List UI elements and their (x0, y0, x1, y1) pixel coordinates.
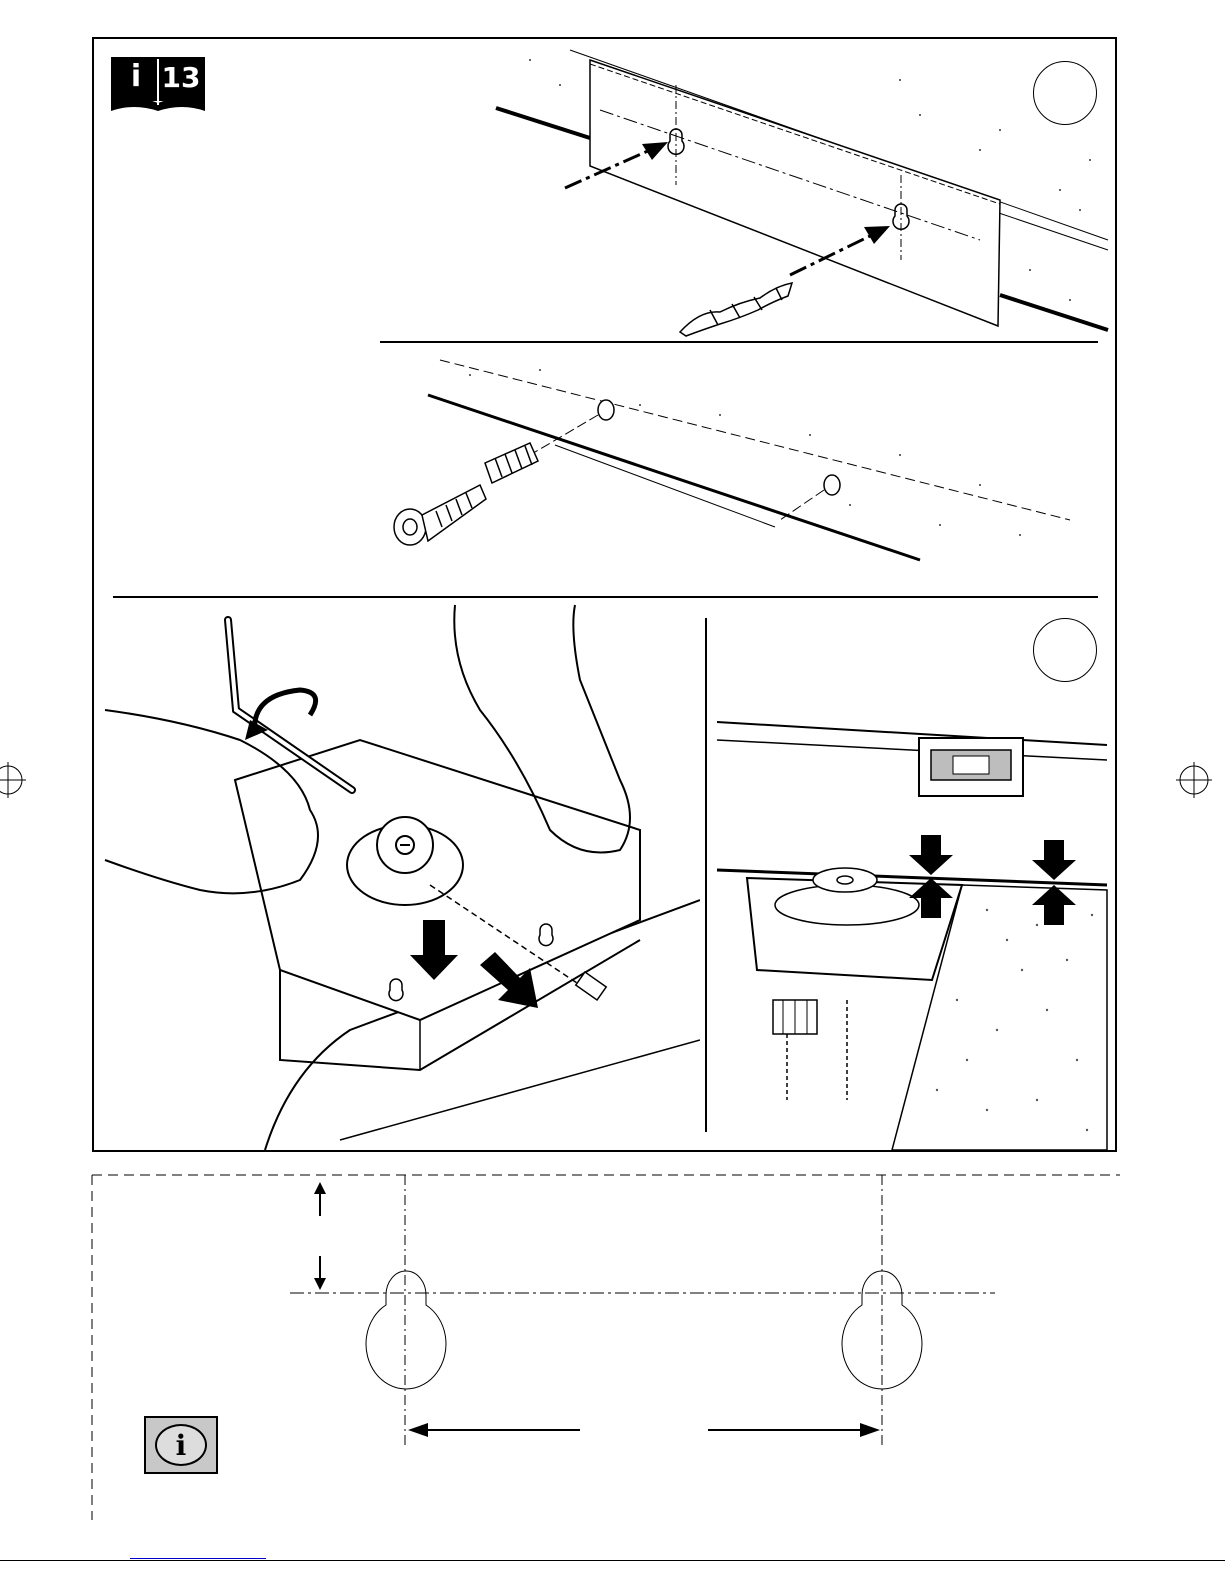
info-letter: i (119, 59, 153, 94)
template-drilling-illustration (380, 40, 1110, 340)
manual-reference-book-icon: i 13 (111, 57, 205, 111)
hex-key-tightening-illustration (100, 600, 700, 1150)
info-glyph: i (176, 1429, 187, 1462)
level-adjustment-illustration (707, 700, 1117, 1150)
step-circle-bottom (1033, 618, 1097, 682)
registration-mark-left (0, 762, 26, 798)
registration-mark-right (1176, 762, 1212, 798)
panel-divider-top (380, 341, 1098, 343)
page-number: 13 (161, 61, 201, 94)
page-bottom-rule (0, 1560, 1225, 1561)
panel-divider-middle (113, 596, 1098, 598)
mounting-template (0, 1160, 1225, 1580)
crop-marker (130, 1558, 266, 1559)
info-note-box: i (144, 1416, 218, 1474)
dowel-screw-illustration (380, 345, 1080, 565)
info-icon: i (155, 1424, 207, 1466)
